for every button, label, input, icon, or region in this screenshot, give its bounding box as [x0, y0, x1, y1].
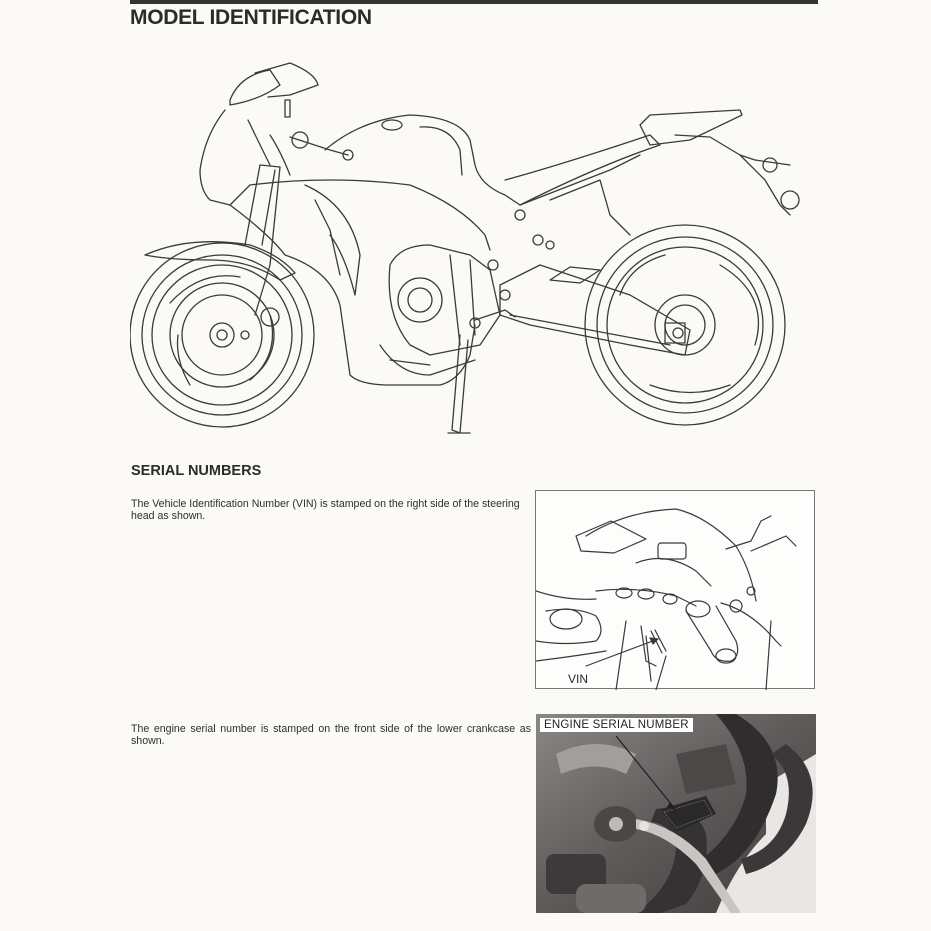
engine-serial-callout-label: ENGINE SERIAL NUMBER: [540, 718, 693, 732]
rear-wheel: [584, 224, 786, 426]
header-rule: [130, 0, 818, 4]
steering-head-drawing: [536, 508, 797, 690]
engine-photo-render: [536, 714, 816, 913]
vin-description: The Vehicle Identification Number (VIN) …: [131, 497, 520, 522]
section-title-serial-numbers: SERIAL NUMBERS: [131, 463, 262, 479]
vin-location-figure: VIN: [535, 490, 815, 690]
vin-callout-label: VIN: [568, 672, 589, 686]
front-wheel: [130, 242, 315, 428]
motorcycle-side-view-drawing: [130, 62, 800, 434]
engine-serial-description: The engine serial number is stamped on t…: [131, 722, 531, 747]
engine-serial-number-photo: ENGINE SERIAL NUMBER: [536, 714, 816, 913]
page-title: MODEL IDENTIFICATION: [130, 6, 372, 29]
